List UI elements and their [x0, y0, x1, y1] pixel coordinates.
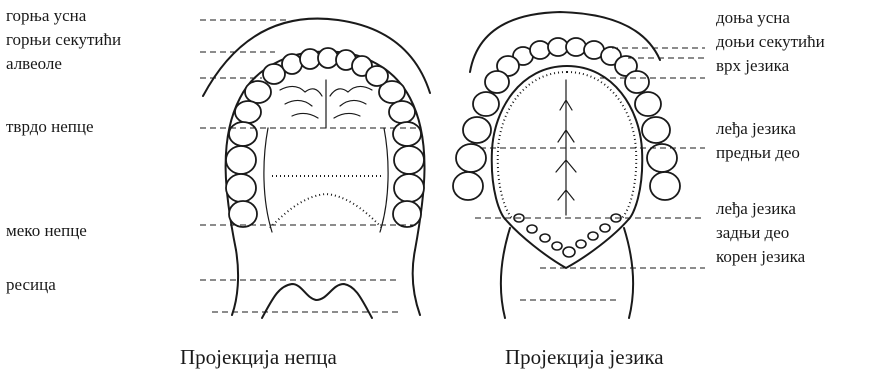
palate-rugae — [280, 80, 372, 128]
palate-velum-arch — [270, 194, 382, 228]
palate-figure — [200, 19, 430, 318]
tongue-papillae-rings — [514, 214, 621, 257]
tongue-edge-papillae — [498, 72, 567, 218]
palate-throat-right — [413, 250, 420, 315]
palate-uvula — [262, 284, 372, 318]
tongue-figure — [453, 12, 705, 318]
tongue-edge-papillae-right — [567, 72, 636, 218]
tongue-root-left — [501, 228, 510, 318]
tongue-body — [492, 66, 643, 268]
tongue-root-right — [624, 228, 633, 318]
palate-throat-left — [232, 250, 238, 315]
